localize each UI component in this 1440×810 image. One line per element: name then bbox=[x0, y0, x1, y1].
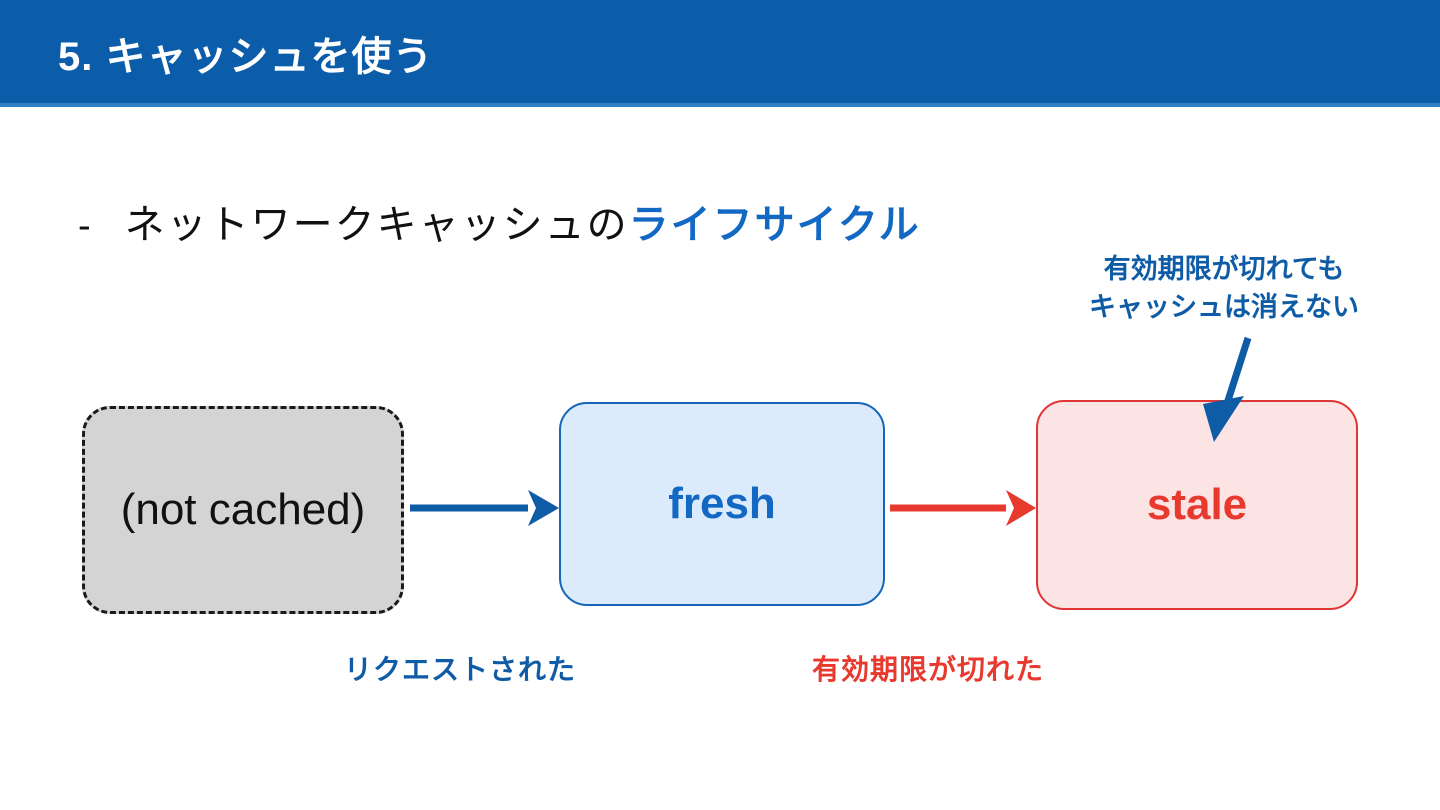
bullet-text-main: ネットワークキャッシュの bbox=[124, 203, 629, 247]
callout-annotation: 有効期限が切れても キャッシュは消えない bbox=[1028, 250, 1420, 327]
bullet-marker-icon: - bbox=[78, 205, 91, 247]
slide-header-underline bbox=[0, 103, 1440, 107]
slide-title: 5. キャッシュを使う bbox=[58, 35, 434, 79]
transition-arrow-requested bbox=[410, 490, 559, 526]
state-box-fresh: fresh bbox=[559, 402, 885, 606]
bullet-text-accent: ライフサイクル bbox=[628, 203, 921, 247]
transition-arrow-expired bbox=[890, 490, 1036, 526]
callout-line-2: キャッシュは消えない bbox=[1089, 292, 1359, 323]
bullet-line: - ネットワークキャッシュの ライフサイクル bbox=[78, 192, 921, 250]
callout-line-1: 有効期限が切れても bbox=[1103, 254, 1345, 284]
state-label-stale: stale bbox=[1146, 480, 1248, 529]
state-label-not-cached: (not cached) bbox=[120, 485, 366, 534]
state-box-not-cached: (not cached) bbox=[82, 406, 404, 614]
state-box-stale: stale bbox=[1036, 400, 1358, 610]
transition-label-expired: 有効期限が切れた bbox=[812, 654, 1045, 685]
slide-header-bar bbox=[0, 0, 1440, 103]
state-label-fresh: fresh bbox=[668, 479, 776, 528]
transition-label-requested: リクエストされた bbox=[344, 654, 577, 685]
